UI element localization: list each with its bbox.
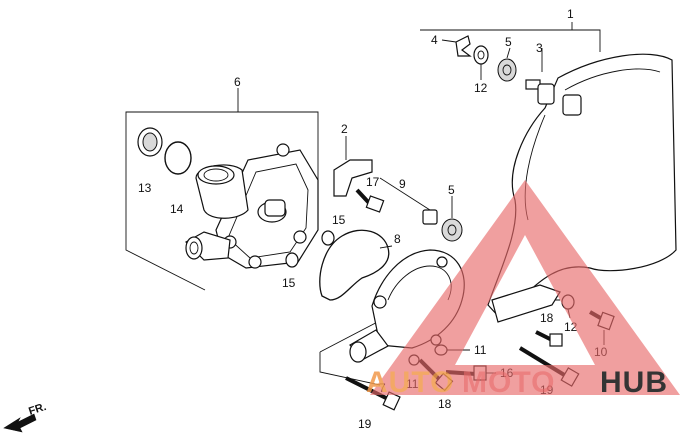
callout-6: 6: [234, 75, 241, 89]
callout-4: 4: [431, 33, 438, 47]
front-label: FR.: [27, 401, 48, 418]
callout-13: 13: [138, 181, 152, 195]
bolt-18-right: [535, 330, 563, 347]
dowel-15-lower: [285, 252, 299, 268]
cover-mount-arm: [491, 284, 561, 323]
callout-14: 14: [170, 202, 184, 216]
callout-8: 8: [394, 232, 401, 246]
callout-5-mid: 5: [448, 183, 455, 197]
gasket-8: [319, 229, 390, 301]
callout-1: 1: [567, 7, 574, 21]
callout-18-right: 18: [540, 311, 554, 325]
cover-tab: [562, 94, 582, 116]
bolt-19-left: [345, 376, 401, 411]
callout-15-upper: 15: [332, 213, 346, 227]
callout-17: 17: [366, 175, 380, 189]
o-ring-14: [164, 141, 192, 175]
group-1-bracket: [420, 22, 601, 72]
callout-19-left: 19: [358, 417, 372, 431]
dowel-15-upper: [321, 230, 335, 246]
oil-seal-13: [137, 127, 163, 157]
grommet-5-top: [497, 58, 517, 82]
watermark-moto: MOTO: [462, 366, 555, 399]
bolt-3: [525, 79, 555, 105]
front-direction-arrow: FR.: [3, 401, 48, 433]
grommet-5-mid: [441, 218, 463, 242]
grommet-12-top: [473, 45, 489, 65]
group-6-bracket: [125, 88, 319, 291]
callout-12-top: 12: [474, 81, 488, 95]
collar-9: [422, 209, 438, 225]
watermark: AUTO MOTO HUB: [366, 180, 680, 399]
callout-18-lower: 18: [438, 397, 452, 411]
water-pump: [185, 143, 319, 269]
callout-3: 3: [536, 41, 543, 55]
callout-15-lower: 15: [282, 276, 296, 290]
watermark-auto: AUTO: [366, 366, 454, 399]
callout-2: 2: [341, 122, 348, 136]
watermark-triangle-icon: [370, 180, 680, 395]
clip-4: [455, 35, 472, 57]
callout-9: 9: [399, 177, 406, 191]
bolt-17: [355, 188, 385, 213]
arrow-left-icon: [3, 413, 37, 433]
bracket-2: [333, 159, 373, 197]
watermark-hub: HUB: [600, 366, 668, 399]
callout-5-top: 5: [505, 35, 512, 49]
callout-11-mid: 11: [474, 343, 487, 357]
